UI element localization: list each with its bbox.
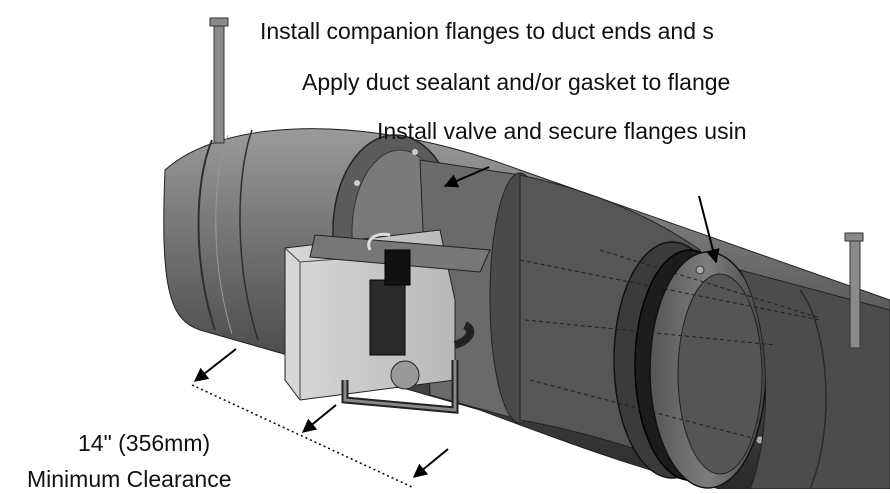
clearance-label: Minimum Clearance <box>27 466 232 492</box>
callout-arrows <box>193 166 720 478</box>
arrow-gasket <box>698 195 720 264</box>
hanger-straps <box>209 17 864 349</box>
instruction-step-3: Install valve and secure flanges usin <box>377 118 747 144</box>
bolt-guide-lines <box>519 249 821 441</box>
right-flange-assembly <box>613 241 775 489</box>
actuator-enclosure <box>284 229 491 414</box>
instruction-step-2: Apply duct sealant and/or gasket to flan… <box>302 69 731 95</box>
clearance-dimension: 14" (356mm) <box>78 430 211 456</box>
arrow-clearance-mid <box>301 404 337 433</box>
clearance-dimension-line <box>191 384 413 488</box>
arrow-left-flange <box>443 166 490 188</box>
arrow-clearance-top <box>193 348 237 382</box>
arrow-clearance-bottom <box>412 448 449 478</box>
instruction-step-1: Install companion flanges to duct ends a… <box>260 18 714 44</box>
